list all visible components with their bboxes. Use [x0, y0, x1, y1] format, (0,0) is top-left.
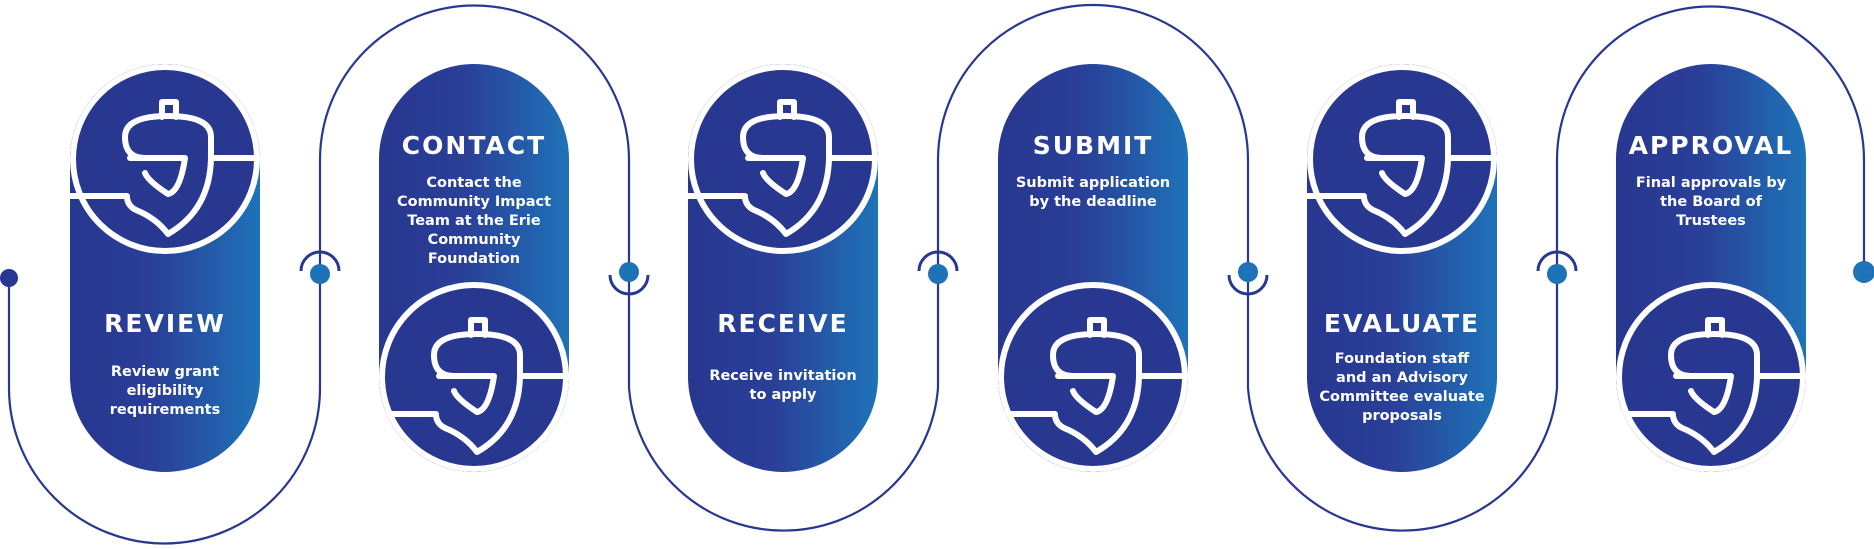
step-title: EVALUATE — [1323, 309, 1481, 338]
step-description: Contact the Community Impact Team at the… — [396, 175, 552, 267]
connector-dot — [1238, 262, 1258, 282]
connector-dot — [310, 264, 330, 284]
step-title: SUBMIT — [1032, 131, 1154, 160]
acorn-icon — [1307, 64, 1497, 254]
step-contact: CONTACT Contact the Community Impact Tea… — [379, 64, 569, 472]
step-submit: SUBMIT Submit application by the deadlin… — [998, 64, 1188, 472]
start-dot — [0, 269, 18, 287]
connector-line — [7, 3, 1866, 545]
step-evaluate: EVALUATE Foundation staff and an Advisor… — [1307, 64, 1497, 472]
step-description: Submit application by the deadline — [1015, 175, 1171, 210]
step-title: REVIEW — [104, 309, 226, 338]
acorn-icon — [688, 64, 878, 254]
step-description: Foundation staff and an Advisory Committ… — [1319, 351, 1485, 424]
step-description: Final approvals by the Board of Trustees — [1635, 175, 1787, 229]
connector-dot — [619, 262, 639, 282]
acorn-icon — [1616, 282, 1806, 472]
step-receive: RECEIVE Receive invitation to apply — [688, 64, 878, 472]
connector-bridge — [299, 250, 341, 272]
step-title: CONTACT — [401, 131, 547, 160]
step-title: RECEIVE — [717, 309, 849, 338]
connector-bridge — [1227, 274, 1269, 296]
end-dot — [1853, 261, 1874, 283]
acorn-icon — [70, 64, 260, 254]
connector-bridge — [1536, 250, 1578, 272]
acorn-icon — [998, 282, 1188, 472]
step-approval: APPROVAL Final approvals by the Board of… — [1616, 64, 1806, 472]
step-description: Receive invitation to apply — [709, 368, 857, 403]
connector-bridge — [917, 250, 959, 272]
step-title: APPROVAL — [1628, 131, 1794, 160]
step-review: REVIEW Review grant eligibility requirem… — [70, 64, 260, 472]
step-description: Review grant eligibility requirements — [109, 364, 221, 418]
connector-bridge — [608, 274, 650, 296]
connector-dot — [1547, 264, 1567, 284]
connector-dot — [928, 264, 948, 284]
acorn-icon — [379, 282, 569, 472]
